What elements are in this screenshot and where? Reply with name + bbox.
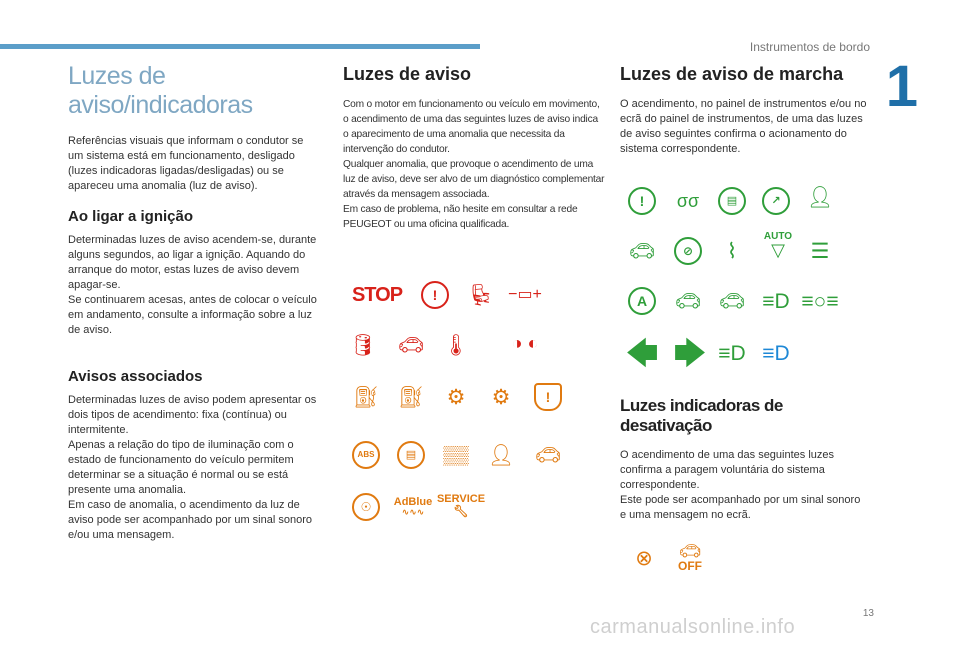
- glow-plug-icon: σσ: [676, 191, 700, 211]
- off-label: OFF: [678, 559, 702, 573]
- stop-icon: STOP: [351, 284, 403, 306]
- airbag-off-icon: 👤︎: [487, 443, 515, 467]
- service-label: SERVICE: [436, 492, 486, 505]
- section-title: Instrumentos de bordo: [749, 40, 870, 54]
- engine-check-icon: ⚙︎: [491, 385, 511, 409]
- heated-seat-icon: ⌇: [726, 239, 738, 263]
- ignition-paragraph-1: Determinadas luzes de aviso acendem-se, …: [68, 234, 317, 291]
- braking-system-icon: ▤: [393, 440, 429, 470]
- stability-control-icon: 🚗︎: [534, 443, 562, 467]
- column-intro: Luzes de aviso/indicadoras Referências v…: [68, 60, 320, 549]
- brake-warning-icon: !: [417, 280, 453, 310]
- seatbelt-icon: 💺︎: [467, 283, 495, 307]
- auto-label: AUTO: [763, 231, 793, 242]
- watermark: carmanualsonline.info: [590, 616, 796, 638]
- particle-filter-icon: ▒▒: [443, 445, 469, 465]
- fuel-water-icon: ⛽︎: [397, 385, 425, 409]
- adblue-label: AdBlue: [393, 496, 433, 508]
- abs-icon: ABS: [348, 440, 384, 470]
- running-paragraph: O acendimento, no painel de instrumentos…: [620, 98, 867, 155]
- deactivation-paragraph-2: Este pode ser acompanhado por um sinal s…: [620, 494, 861, 521]
- electric-parking-brake-icon: ▤: [714, 186, 750, 216]
- foot-on-brake-icon: ↗: [758, 186, 794, 216]
- fuel-low-icon: ⛽︎: [352, 385, 380, 409]
- associated-warnings-heading: Avisos associados: [68, 368, 203, 385]
- gauge-cluster-icon: ◑ ◐: [511, 333, 539, 353]
- hill-assist-icon: 🚗︎: [628, 239, 656, 263]
- blind-spot-icon: 🚗︎: [718, 289, 746, 313]
- child-lock-off-icon: ⊗: [635, 546, 653, 570]
- associated-paragraph-1: Determinadas luzes de aviso podem aprese…: [68, 394, 317, 436]
- deactivation-heading: Luzes indicadoras de desativação: [620, 396, 783, 435]
- associated-paragraph-2: Apenas a relação do tipo de iluminação c…: [68, 439, 294, 496]
- column-warning-lights: Luzes de aviso Com o motor em funcioname…: [343, 60, 605, 238]
- intro-paragraph: Referências visuais que informam o condu…: [68, 135, 304, 192]
- main-beam-icon: ≡D: [762, 341, 790, 365]
- active-lane-icon: A: [624, 286, 660, 316]
- column-deactivation: Luzes indicadoras de desativação O acend…: [620, 392, 868, 529]
- associated-paragraph-3: Em caso de anomalia, o acendimento da lu…: [68, 499, 312, 541]
- chapter-number: 1: [885, 54, 918, 119]
- page-title: Luzes de aviso/indicadoras: [68, 62, 253, 119]
- ignition-heading: Ao ligar a ignição: [68, 208, 194, 225]
- stability-off-icon: 🚗︎OFF: [678, 541, 702, 573]
- running-lights-heading: Luzes de aviso de marcha: [620, 64, 844, 84]
- page-number: 13: [862, 608, 874, 619]
- battery-icon: −▭+: [508, 286, 542, 303]
- coolant-temperature-icon: 🌡︎: [442, 333, 470, 357]
- engine-fault-icon: ⚙︎: [446, 385, 466, 409]
- right-indicator-icon: 🡆: [673, 335, 707, 371]
- sidelights-icon: ≡○≡: [801, 289, 839, 313]
- adblue-icon: AdBlue∿∿∿: [393, 496, 433, 517]
- warning-paragraph-2: Qualquer anomalia, que provoque o acendi…: [343, 159, 605, 200]
- deactivation-paragraph-1: O acendimento de uma das seguintes luzes…: [620, 449, 835, 491]
- passenger-airbag-off-icon: ⊘: [670, 236, 706, 266]
- ignition-paragraph-2: Se continuarem acesas, antes de colocar …: [68, 294, 317, 336]
- brake-applied-icon: !: [624, 186, 660, 216]
- seat-belt-rear-icon: 👤︎: [806, 185, 834, 209]
- oil-pressure-icon: 🛢︎: [349, 333, 377, 357]
- power-steering-icon: ☉: [348, 492, 384, 522]
- lane-departure-icon: 🚗︎: [674, 289, 702, 313]
- warning-paragraph-3: Em caso de problema, não hesite em consu…: [343, 204, 578, 230]
- warning-lights-heading: Luzes de aviso: [343, 64, 472, 84]
- auto-wipers-icon: AUTO▽: [763, 231, 793, 260]
- tyre-pressure-icon: !: [530, 382, 566, 412]
- left-indicator-icon: 🡄: [625, 335, 659, 371]
- auto-headlamps-icon: ☰: [810, 239, 830, 263]
- front-fog-icon: ≡D: [762, 289, 790, 313]
- dipped-beam-icon: ≡D: [718, 341, 746, 365]
- service-icon: SERVICE🔧︎: [436, 492, 486, 518]
- header-accent-bar: [0, 44, 480, 49]
- warning-paragraph-1: Com o motor em funcionamento ou veículo …: [343, 99, 600, 155]
- column-running-lights: Luzes de aviso de marcha O acendimento, …: [620, 60, 868, 163]
- door-open-icon: 🚗︎: [397, 333, 425, 357]
